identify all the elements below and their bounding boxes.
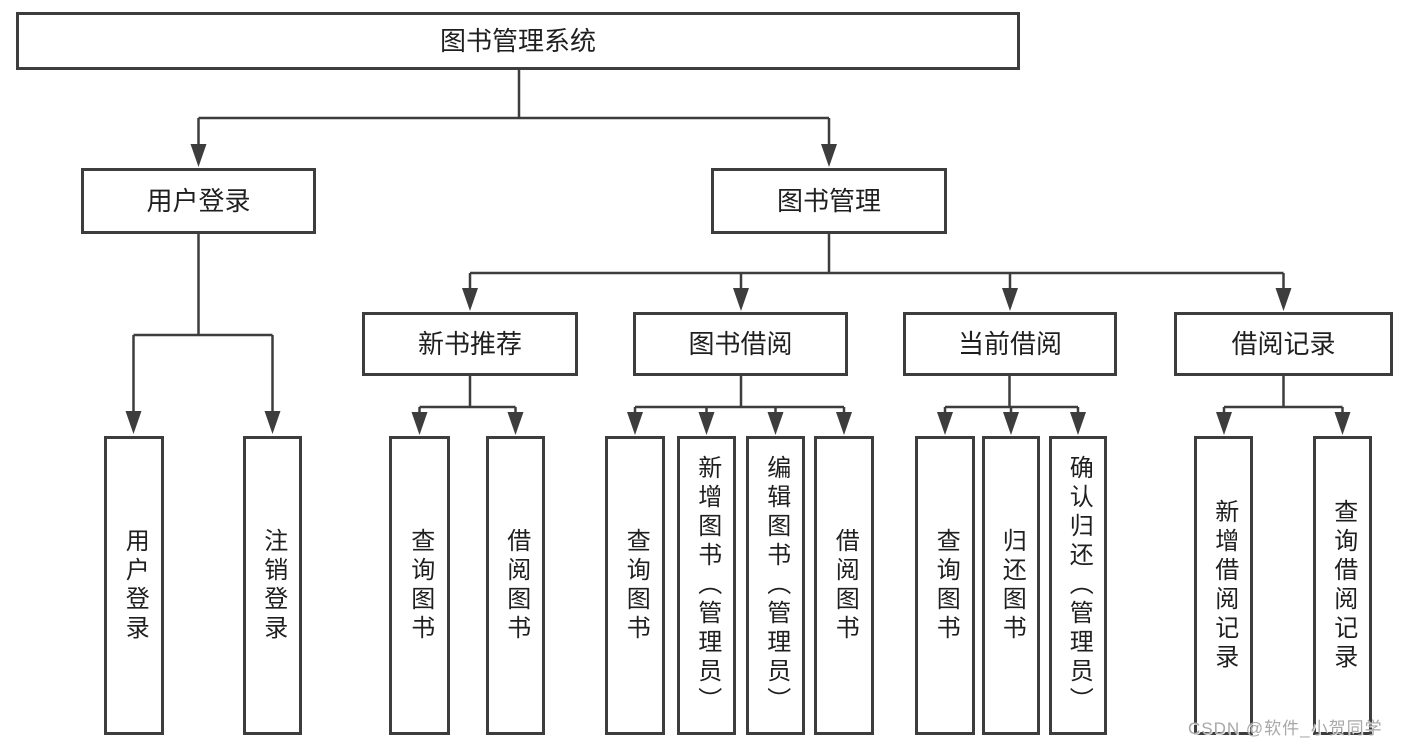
leaf-query-borrow-record: 查询借阅记录 <box>1313 436 1372 735</box>
leaf-borrow-books-1: 借阅图书 <box>486 436 545 735</box>
leaf-user-login: 用户登录 <box>104 436 164 735</box>
node-label: 图书管理系统 <box>439 26 596 56</box>
leaf-query-books-2: 查询图书 <box>605 436 665 735</box>
leaf-add-books-admin: 新增图书（管理员） <box>677 436 736 735</box>
node-borrowing-records: 借阅记录 <box>1174 312 1393 376</box>
node-label: 查询借阅记录 <box>1329 498 1357 673</box>
node-label: 查询图书 <box>406 527 434 644</box>
leaf-confirm-return-admin: 确认归还（管理员） <box>1049 436 1107 735</box>
leaf-query-books-1: 查询图书 <box>389 436 450 735</box>
node-label: 借阅图书 <box>831 527 859 644</box>
node-label: 归还图书 <box>998 527 1026 644</box>
node-label: 新增图书（管理员） <box>693 455 721 716</box>
arrowheads <box>125 144 1351 435</box>
node-new-book-recommend: 新书推荐 <box>362 312 578 376</box>
node-label: 新增借阅记录 <box>1210 498 1238 673</box>
node-current-borrowing: 当前借阅 <box>903 312 1117 376</box>
node-label: 新书推荐 <box>417 329 522 359</box>
node-label: 确认归还（管理员） <box>1065 455 1093 716</box>
leaf-borrow-books-2: 借阅图书 <box>814 436 874 735</box>
node-book-management: 图书管理 <box>711 168 947 234</box>
node-label: 查询图书 <box>622 527 650 644</box>
leaf-logout: 注销登录 <box>243 436 302 735</box>
node-label: 编辑图书（管理员） <box>762 455 790 716</box>
node-label: 用户登录 <box>146 186 251 216</box>
node-label: 借阅记录 <box>1231 329 1336 359</box>
csdn-watermark: CSDN @软件_小贺同学 <box>1188 719 1383 738</box>
node-label: 当前借阅 <box>957 329 1062 359</box>
node-label: 图书借阅 <box>688 329 793 359</box>
node-library-management-system: 图书管理系统 <box>16 12 1020 70</box>
node-book-borrowing: 图书借阅 <box>633 312 848 376</box>
node-label: 用户登录 <box>121 527 149 644</box>
node-label: 借阅图书 <box>502 527 530 644</box>
leaf-query-books-3: 查询图书 <box>915 436 975 735</box>
node-label: 注销登录 <box>259 527 287 644</box>
leaf-return-books: 归还图书 <box>982 436 1040 735</box>
node-label: 图书管理 <box>776 186 881 216</box>
node-label: 查询图书 <box>932 527 960 644</box>
node-user-login: 用户登录 <box>81 168 316 234</box>
leaf-add-borrow-record: 新增借阅记录 <box>1194 436 1253 735</box>
leaf-edit-books-admin: 编辑图书（管理员） <box>746 436 805 735</box>
